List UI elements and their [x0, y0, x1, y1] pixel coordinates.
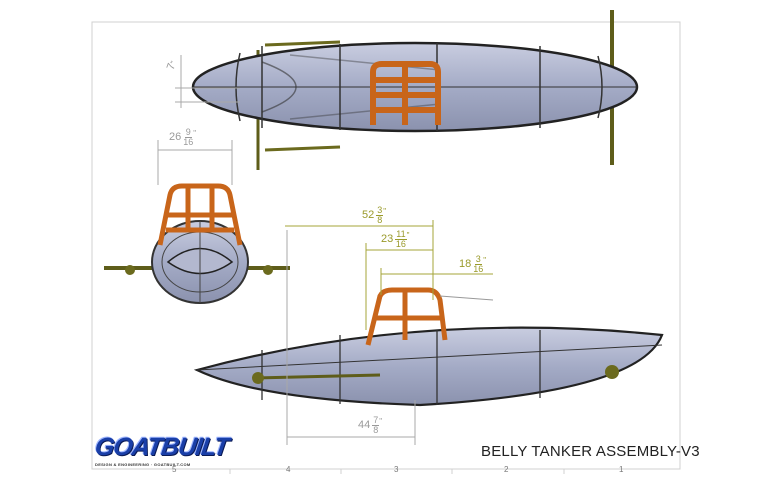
- grey-dimension-lines: [157, 55, 416, 445]
- dim-whole: 18: [459, 258, 472, 270]
- zone-ticks: [229, 469, 565, 474]
- dim-unit: ": [193, 129, 197, 138]
- sheet-border: [91, 21, 681, 470]
- side-view: [193, 287, 664, 407]
- dim-whole: 23: [381, 233, 394, 245]
- front-view: [104, 183, 290, 304]
- zone-label: 3: [394, 465, 399, 474]
- dim-unit: ": [483, 256, 487, 265]
- dim-den: 16: [473, 264, 484, 274]
- dim-num: 9: [184, 127, 192, 138]
- dim-num: 7: [372, 415, 380, 426]
- dim-den: 16: [183, 137, 194, 147]
- dim-den: 8: [377, 215, 383, 225]
- zone-label: 4: [286, 465, 291, 474]
- dim-num: 3: [376, 205, 384, 216]
- top-view: [191, 10, 639, 170]
- goatbuilt-logo: GOATBUILT: [93, 433, 231, 461]
- drawing-title: BELLY TANKER ASSEMBLY-V3: [481, 443, 700, 460]
- dim-whole: 26: [169, 131, 182, 143]
- tank-body-side: [193, 326, 664, 407]
- dim-num: 3: [474, 254, 482, 265]
- olive-dimension-lines: [285, 220, 493, 330]
- dim-den: 8: [373, 425, 379, 435]
- dim-unit: ": [383, 207, 387, 216]
- dim-den: 16: [395, 239, 406, 249]
- zone-label: 2: [504, 465, 509, 474]
- dim-unit: ": [379, 417, 383, 426]
- logo-tagline: DESIGN & ENGINEERING · GOATBUILT.COM: [95, 462, 191, 467]
- rollcage-side: [365, 287, 448, 346]
- zone-label: 1: [619, 465, 624, 474]
- rollcage-top: [370, 61, 441, 125]
- zone-label: 5: [172, 465, 177, 474]
- dim-whole: 52: [362, 209, 375, 221]
- rollcage-front: [157, 183, 243, 246]
- dim-whole: 44: [358, 419, 371, 431]
- dim-unit: ": [406, 231, 410, 240]
- dim-num: 11: [395, 229, 407, 240]
